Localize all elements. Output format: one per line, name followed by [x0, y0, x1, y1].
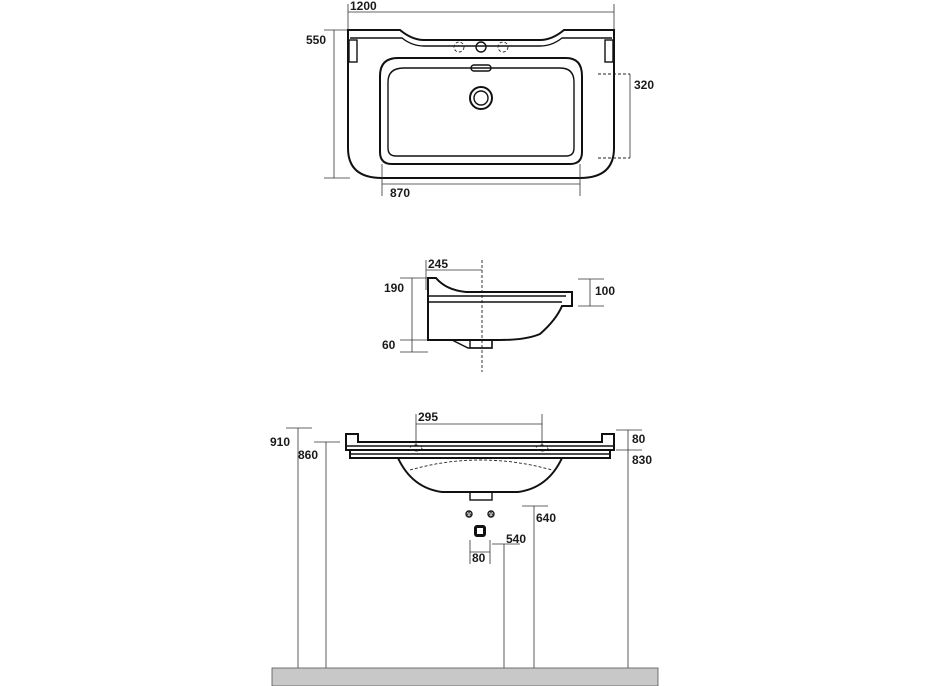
- floor: [271, 667, 659, 686]
- dim-trap-width: 80: [472, 551, 486, 565]
- dim-rim-height: 100: [595, 284, 615, 298]
- side-view: 245 190 60 100: [382, 257, 615, 372]
- dim-rim-thickness: 80: [632, 432, 646, 446]
- dim-side-height: 190: [384, 281, 404, 295]
- dim-trap-height: 60: [382, 338, 396, 352]
- dim-tap-spacing: 295: [418, 410, 438, 424]
- dim-910: 910: [270, 435, 290, 449]
- dim-bowl-width: 870: [390, 186, 410, 200]
- dim-back-depth: 245: [428, 257, 448, 271]
- dim-bowl-depth: 320: [634, 78, 654, 92]
- tap-hole-right: [497, 41, 509, 53]
- dim-depth: 550: [306, 33, 326, 47]
- dim-width: 1200: [350, 0, 377, 13]
- front-rim: [345, 433, 615, 451]
- front-view: 295 80 540 640: [270, 410, 659, 686]
- side-profile: [427, 277, 573, 341]
- dim-830: 830: [632, 453, 652, 467]
- top-view: 1200 550 320 870: [306, 0, 654, 200]
- tap-hole-center: [475, 41, 487, 53]
- basin-outline: [347, 29, 615, 179]
- dim-640: 640: [536, 511, 556, 525]
- drain-hole: [469, 86, 493, 110]
- dim-860: 860: [298, 448, 318, 462]
- overflow-slot: [470, 64, 492, 72]
- dim-540: 540: [506, 532, 526, 546]
- tap-hole-left: [453, 41, 465, 53]
